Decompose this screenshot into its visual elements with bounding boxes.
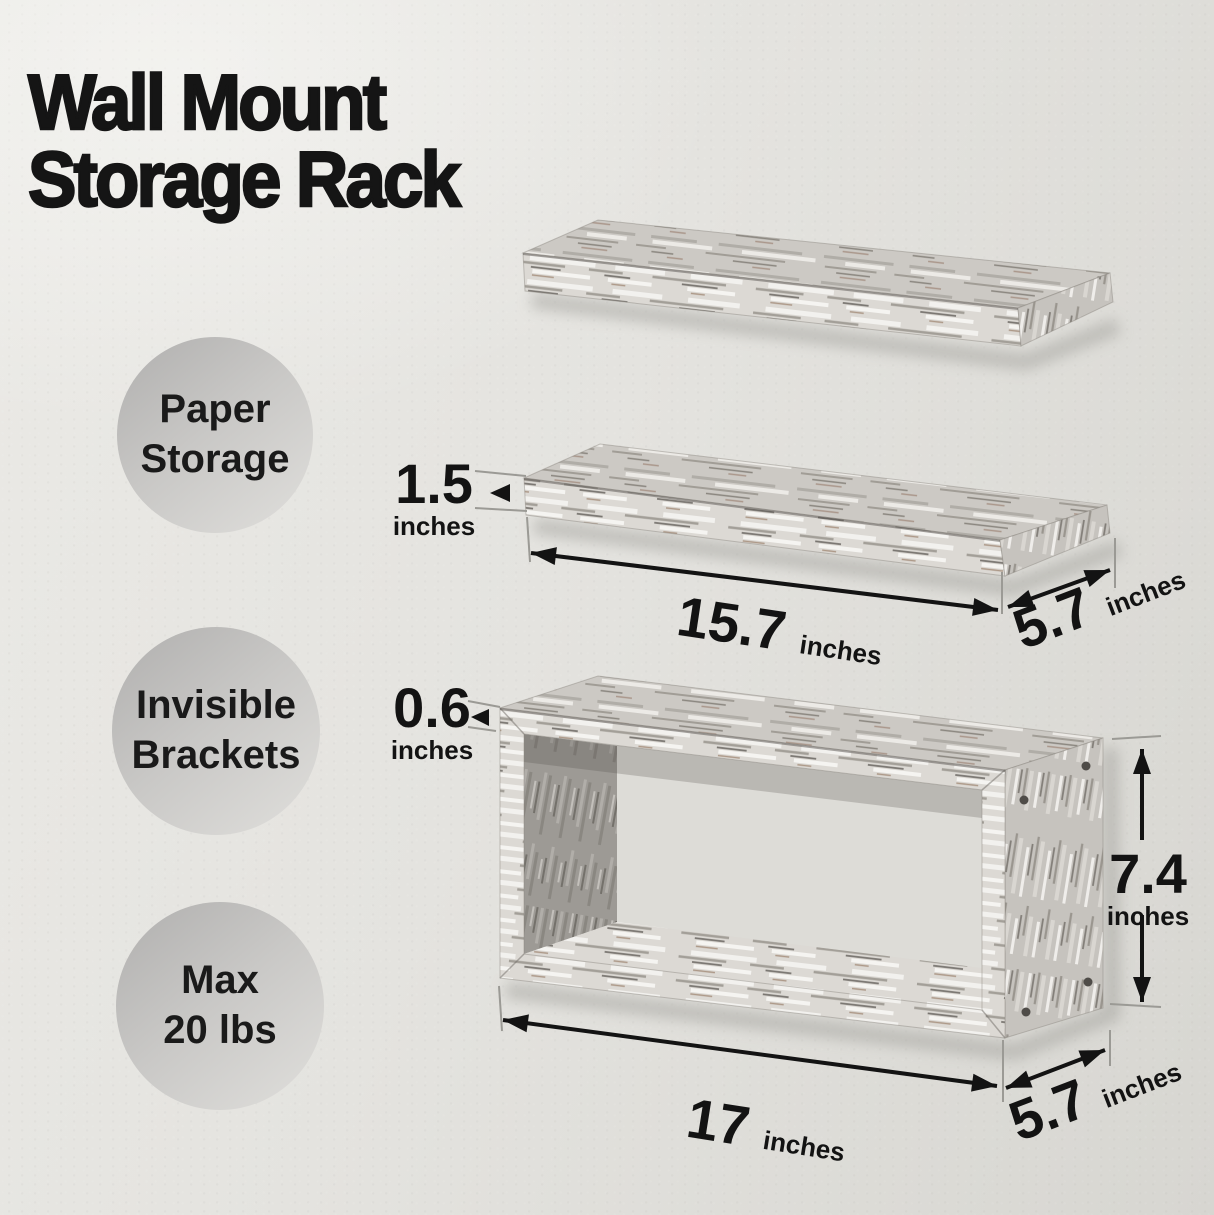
dimension-unit: inches: [390, 735, 474, 765]
cube-inner-top-shadow: [524, 734, 982, 818]
badge-max-weight: Max 20 lbs: [116, 902, 324, 1110]
badge-label-line: Storage: [140, 437, 290, 481]
badge-label-line: 20 lbs: [163, 1008, 277, 1052]
badge-label-line: Invisible: [135, 683, 297, 728]
badge-invisible-brackets: Invisible Brackets: [112, 627, 320, 835]
page-title-line-1: Wall Mount: [27, 58, 388, 146]
dimension-graphics: [467, 470, 1162, 1102]
cube-inner-left-wall: [524, 734, 617, 954]
dimension-graphic-box-height: [1109, 735, 1162, 1008]
page-title: Wall Mount Storage Rack: [27, 58, 462, 224]
floating-shelf-middle: [522, 443, 1123, 597]
dimension-label-box-height: 7.4 inches: [1100, 846, 1196, 931]
badge-label-line: Max: [181, 958, 259, 1003]
badge-label-line: Brackets: [131, 733, 301, 777]
dimension-value: 1.5: [395, 452, 473, 515]
dimension-unit: inches: [392, 511, 476, 541]
dimension-graphic-shelf-depth: [1007, 538, 1116, 609]
dimension-unit: inches: [1106, 901, 1190, 931]
dimension-graphic-box-length: [498, 985, 1004, 1102]
cube-inner-bottom: [524, 922, 982, 1010]
dimension-value: 17: [682, 1086, 755, 1159]
dimension-graphic-box-depth: [1005, 1030, 1111, 1090]
storage-cube: [499, 675, 1121, 1061]
dimension-graphic-shelf-length: [530, 547, 1003, 616]
screw-dot: [1083, 977, 1093, 987]
badge-label-line: Paper: [159, 387, 271, 432]
dimension-label-box-thickness: 0.6 inches: [386, 680, 478, 765]
dimension-value: 0.6: [393, 676, 471, 739]
dimension-value: 7.4: [1109, 842, 1187, 905]
page-title-line-2: Storage Rack: [27, 135, 462, 224]
shelf-shadow: [531, 292, 1121, 371]
floating-shelf-top: [521, 219, 1121, 371]
cube-right-panel: [1004, 737, 1104, 1039]
screw-dot: [1019, 795, 1029, 805]
dimension-graphic-shelf-thickness: [474, 470, 531, 563]
dimension-label-shelf-thickness: 1.5 inches: [388, 456, 480, 541]
dimension-graphic-box-thickness: [467, 700, 501, 732]
screw-dot: [1081, 761, 1091, 771]
badge-paper-storage: Paper Storage: [117, 337, 313, 533]
dimension-value: 15.7: [673, 584, 791, 663]
screw-dot: [1021, 1007, 1031, 1017]
